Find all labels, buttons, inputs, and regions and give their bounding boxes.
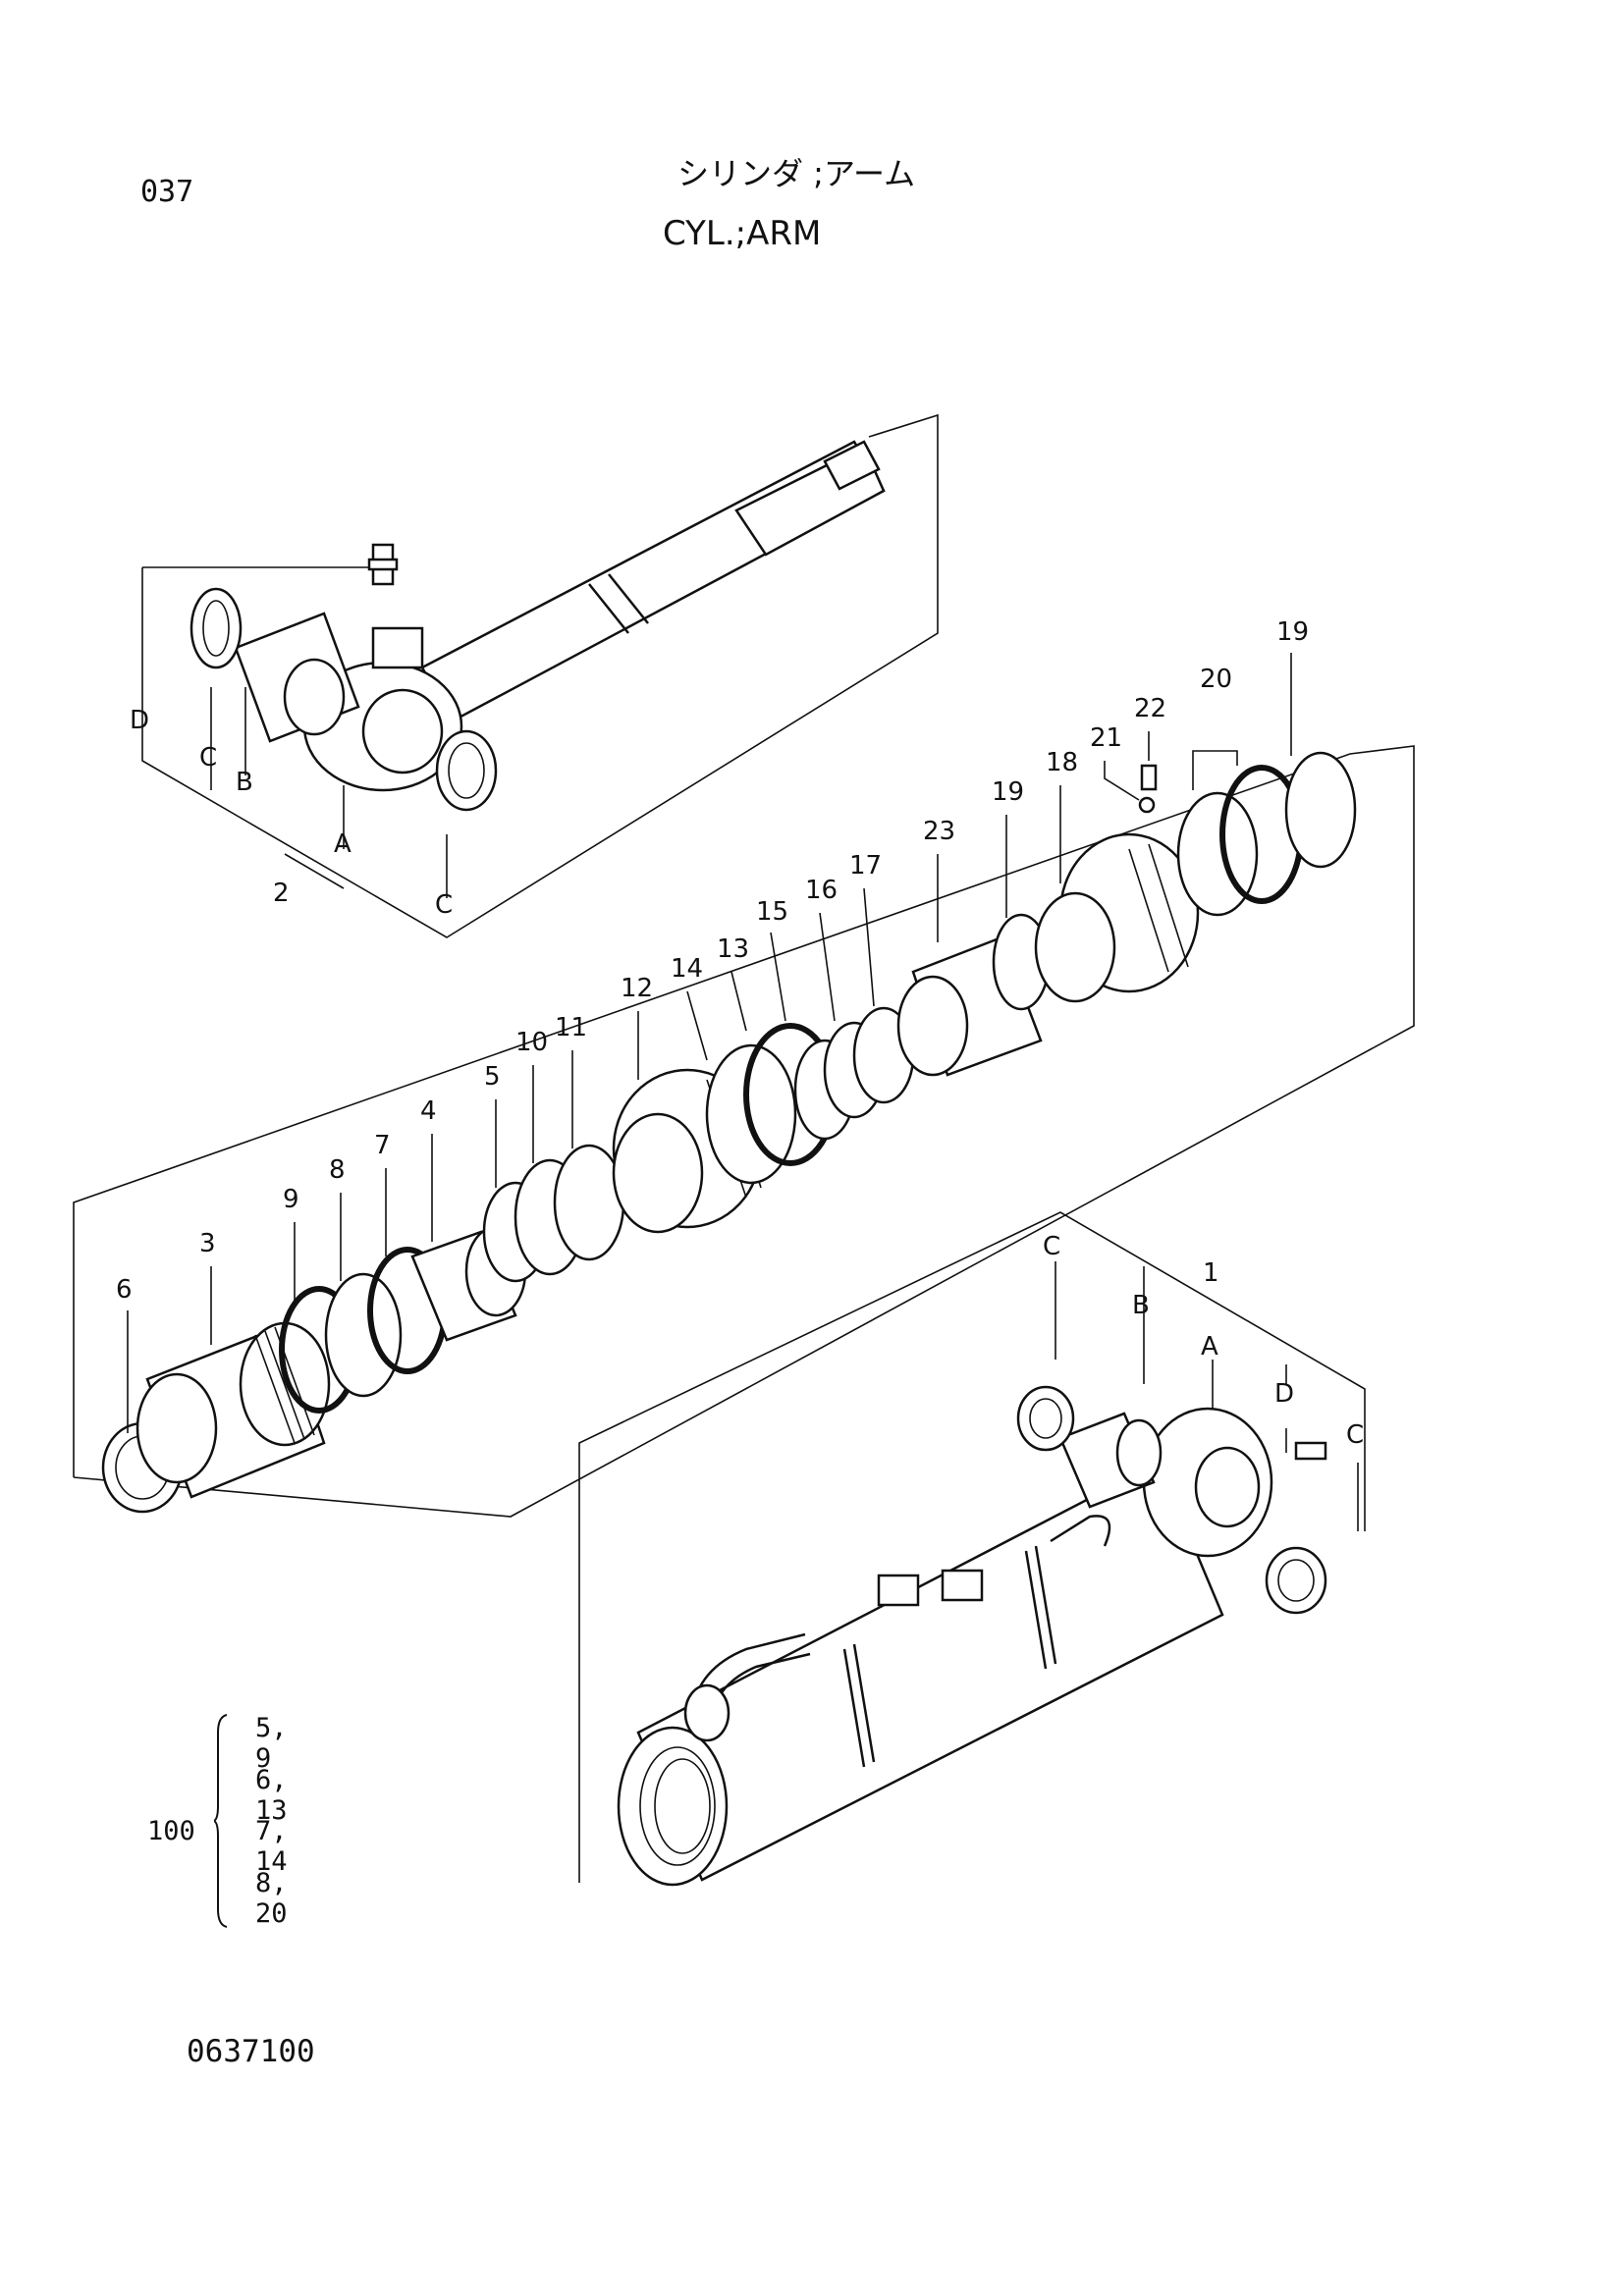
callout-C: C (199, 743, 217, 773)
title-english: CYL.;ARM (663, 214, 822, 253)
callout-8: 8 (329, 1155, 346, 1185)
frame-line (141, 413, 939, 938)
brace (214, 1714, 228, 1928)
callout-assy-1: 1 (1203, 1258, 1219, 1288)
callout-7: 7 (374, 1131, 391, 1160)
callout-22: 22 (1134, 694, 1166, 723)
callout-6: 6 (116, 1275, 133, 1305)
seal-kit-row: 8, 20 (255, 1868, 288, 1929)
callout-20: 20 (1200, 665, 1232, 694)
callout-13: 13 (717, 934, 749, 964)
part-8-ring (324, 1272, 403, 1398)
dust-seal (435, 729, 498, 812)
callout-23: 23 (923, 817, 955, 846)
part-21-ball (1138, 796, 1156, 814)
callout-assy-2: 2 (273, 879, 290, 908)
title-japanese: シリンダ ;アーム (677, 155, 916, 192)
seal-kit-row: 6, 13 (255, 1765, 288, 1826)
piston-rod-group (141, 413, 939, 938)
callout-16: 16 (805, 876, 838, 905)
callout-C: C (1043, 1232, 1060, 1261)
callout-9: 9 (283, 1185, 299, 1214)
part-22-plug (1140, 764, 1158, 791)
callout-19: 19 (1276, 617, 1309, 647)
callout-C: C (1346, 1420, 1364, 1450)
callout-10: 10 (515, 1028, 548, 1057)
callout-A: A (334, 829, 352, 859)
callout-15: 15 (756, 897, 788, 927)
callout-D: D (1274, 1379, 1294, 1409)
frame-line (578, 1211, 1366, 1883)
cylinder-tube-group (578, 1211, 1366, 1887)
seal-kit-number: 100 (147, 1816, 195, 1846)
callout-labels: D C B A C 2 6 3 9 8 7 4 5 10 11 12 14 13… (116, 617, 1364, 1450)
callout-19: 19 (992, 777, 1024, 807)
frame-line (73, 745, 1415, 1518)
callout-11: 11 (555, 1013, 587, 1042)
callout-14: 14 (671, 954, 703, 984)
page-code: 037 (140, 175, 194, 209)
part-19-ring (1284, 751, 1357, 869)
callout-B: B (236, 768, 253, 797)
callout-D: D (130, 706, 149, 735)
part-14-ring (705, 1043, 797, 1185)
dust-seal (189, 587, 243, 669)
callout-B: B (1132, 1291, 1150, 1320)
piston-parts-group (73, 653, 1415, 1518)
callout-4: 4 (420, 1096, 437, 1126)
callout-C: C (435, 890, 453, 920)
callout-12: 12 (621, 974, 653, 1003)
dust-seal (1265, 1546, 1327, 1615)
seal-kit-row: 7, 14 (255, 1816, 288, 1877)
dust-seal (1016, 1385, 1075, 1452)
callout-5: 5 (484, 1062, 501, 1092)
callout-A: A (1201, 1332, 1218, 1362)
callout-17: 17 (849, 851, 882, 881)
grease-fitting (1294, 1441, 1327, 1461)
drawing-number: 0637100 (187, 2034, 315, 2069)
callout-21: 21 (1090, 723, 1122, 753)
callout-18: 18 (1046, 748, 1078, 777)
callout-3: 3 (199, 1229, 216, 1258)
seal-kit-row: 5, 9 (255, 1713, 288, 1774)
